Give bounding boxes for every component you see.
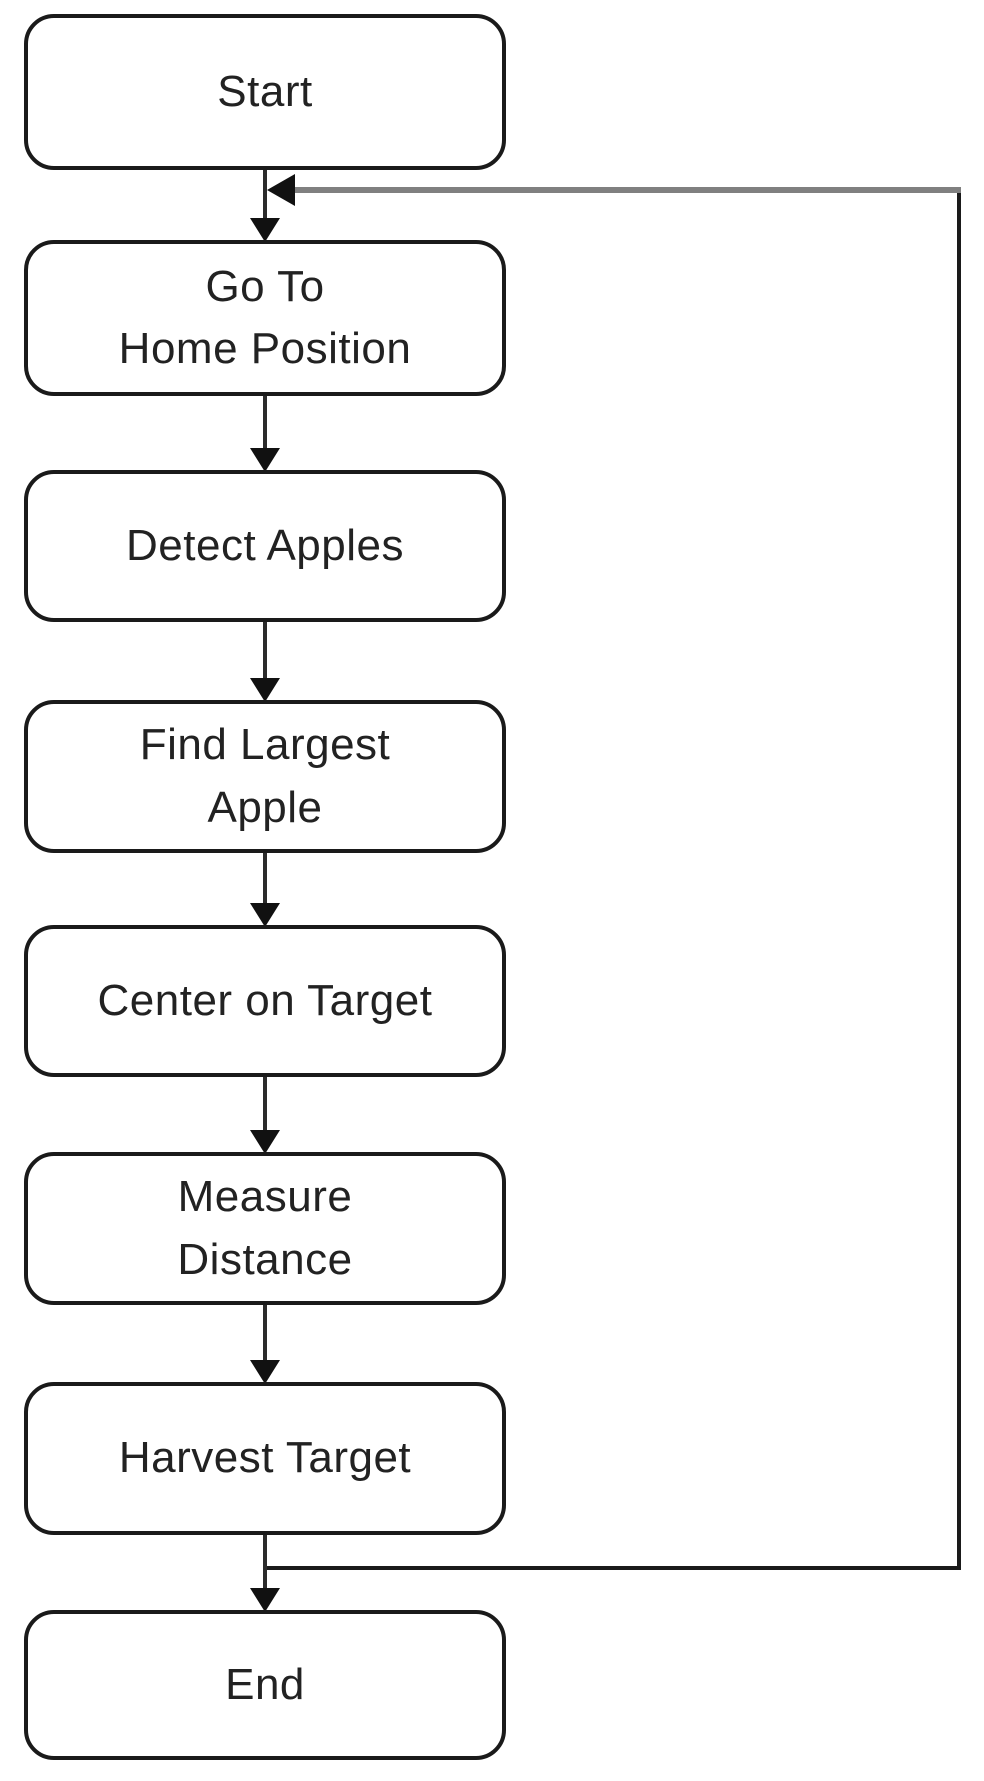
loop-back-right-line bbox=[957, 190, 961, 1570]
edge-harvest-target-to-end-arrowhead-icon bbox=[250, 1588, 280, 1612]
edge-go-home-to-detect-apples-arrowhead-icon bbox=[250, 448, 280, 472]
edge-start-to-go-home-line bbox=[263, 168, 267, 220]
edge-center-target-to-measure-distance-line bbox=[263, 1075, 267, 1132]
flow-node-end: End bbox=[24, 1610, 506, 1760]
edge-find-largest-to-center-target-line bbox=[263, 851, 267, 905]
edge-detect-apples-to-find-largest-arrowhead-icon bbox=[250, 678, 280, 702]
flow-node-find-largest-label: Find Largest Apple bbox=[139, 720, 391, 832]
edge-center-target-to-measure-distance-arrowhead-icon bbox=[250, 1130, 280, 1154]
flow-node-measure-distance-label: Measure Distance bbox=[177, 1172, 353, 1284]
flow-node-measure-distance: Measure Distance bbox=[24, 1152, 506, 1305]
flow-node-end-label: End bbox=[225, 1659, 305, 1709]
flow-node-center-target-label: Center on Target bbox=[97, 975, 433, 1025]
flow-node-go-home: Go To Home Position bbox=[24, 240, 506, 396]
flow-node-start: Start bbox=[24, 14, 506, 170]
edge-start-to-go-home-arrowhead-icon bbox=[250, 218, 280, 242]
flow-node-center-target: Center on Target bbox=[24, 925, 506, 1077]
edge-detect-apples-to-find-largest-line bbox=[263, 620, 267, 680]
loop-back-top-line bbox=[288, 187, 961, 193]
edge-measure-distance-to-harvest-target-arrowhead-icon bbox=[250, 1360, 280, 1384]
flow-node-find-largest: Find Largest Apple bbox=[24, 700, 506, 853]
flow-node-start-label: Start bbox=[217, 66, 313, 116]
flow-node-harvest-target: Harvest Target bbox=[24, 1382, 506, 1535]
loop-back-arrowhead-icon bbox=[267, 174, 295, 206]
flow-node-harvest-target-label: Harvest Target bbox=[118, 1433, 412, 1483]
edge-measure-distance-to-harvest-target-line bbox=[263, 1303, 267, 1362]
edge-go-home-to-detect-apples-line bbox=[263, 394, 267, 450]
loop-back-bottom-line bbox=[265, 1566, 961, 1570]
edge-find-largest-to-center-target-arrowhead-icon bbox=[250, 903, 280, 927]
flow-node-go-home-label: Go To Home Position bbox=[118, 261, 412, 373]
flow-node-detect-apples-label: Detect Apples bbox=[126, 520, 404, 570]
edge-harvest-target-to-end-line bbox=[263, 1533, 267, 1590]
flow-node-detect-apples: Detect Apples bbox=[24, 470, 506, 622]
